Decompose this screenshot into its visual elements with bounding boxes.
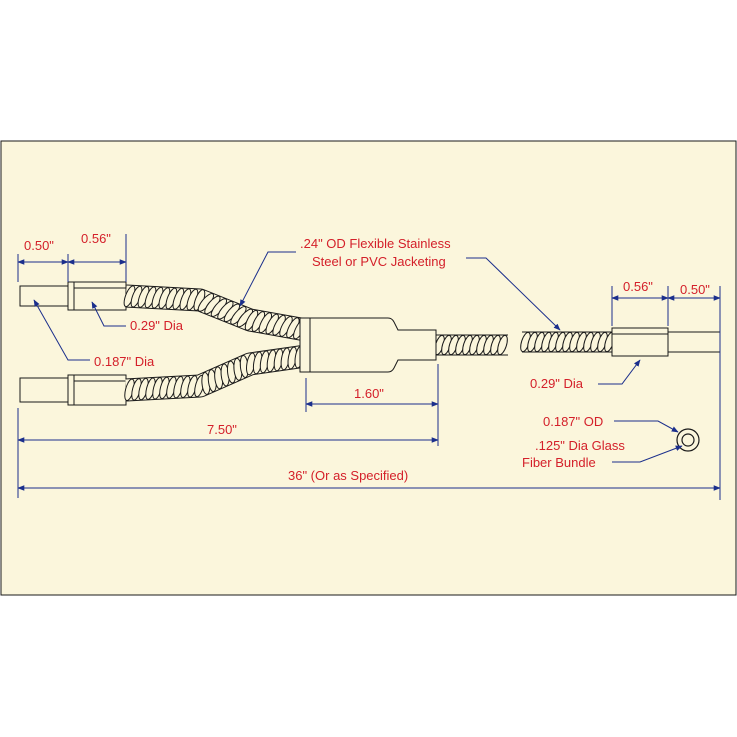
lower-jacket-branch [124,344,308,402]
overall-length-label: 36" (Or as Specified) [288,468,408,483]
tip-length-right-label: 0.50" [680,282,710,297]
jacket-note-line2: Steel or PVC Jacketing [312,254,446,269]
ferrule-length-right-label: 0.56" [623,279,653,294]
leader-ferrule-dia-right: 0.29" Dia [530,359,641,391]
ferrule-dia-left-label: 0.29" Dia [130,318,184,333]
leader-tip-dia-left: 0.187" Dia [33,299,155,369]
tip-dia-left-label: 0.187" Dia [94,354,155,369]
breakout-housing [299,317,437,373]
tip-length-left-label: 0.50" [24,238,54,253]
bundle-note-line2: Fiber Bundle [522,455,596,470]
leader-ferrule-dia-left: 0.29" Dia [91,301,184,333]
breakout-length-label: 1.60" [354,386,384,401]
upper-jacket-branch [123,284,309,342]
ferrule-length-left-label: 0.56" [81,231,111,246]
dim-tip-length-right: 0.50" [667,282,721,326]
right-connector [611,327,721,357]
jacket-note-line1: .24" OD Flexible Stainless [300,236,451,251]
bundle-note-line1: .125" Dia Glass [535,438,625,453]
leader-bundle-note: .125" Dia Glass Fiber Bundle [522,438,683,470]
tip-od-right-label: 0.187" OD [543,414,603,429]
main-jacket-section [434,334,508,356]
dim-tip-length-left: 0.50" [17,238,69,282]
left-lower-connector [19,374,127,406]
ferrule-dia-right-label: 0.29" Dia [530,376,584,391]
bundle-end-view [676,428,700,452]
dim-ferrule-length-right: 0.56" [611,279,669,326]
dim-breakout-length: 1.60" [305,364,439,446]
dim-ferrule-length-left: 0.56" [67,231,127,282]
dim-overall-length: 36" (Or as Specified) [17,296,721,500]
right-jacket-section [520,331,615,353]
leg-length-label: 7.50" [207,422,237,437]
leader-jacket-note: .24" OD Flexible Stainless Steel or PVC … [239,236,561,331]
leader-tip-od-right: 0.187" OD [543,414,679,433]
left-upper-connector [19,281,127,311]
dim-leg-length: 7.50" [17,408,439,498]
